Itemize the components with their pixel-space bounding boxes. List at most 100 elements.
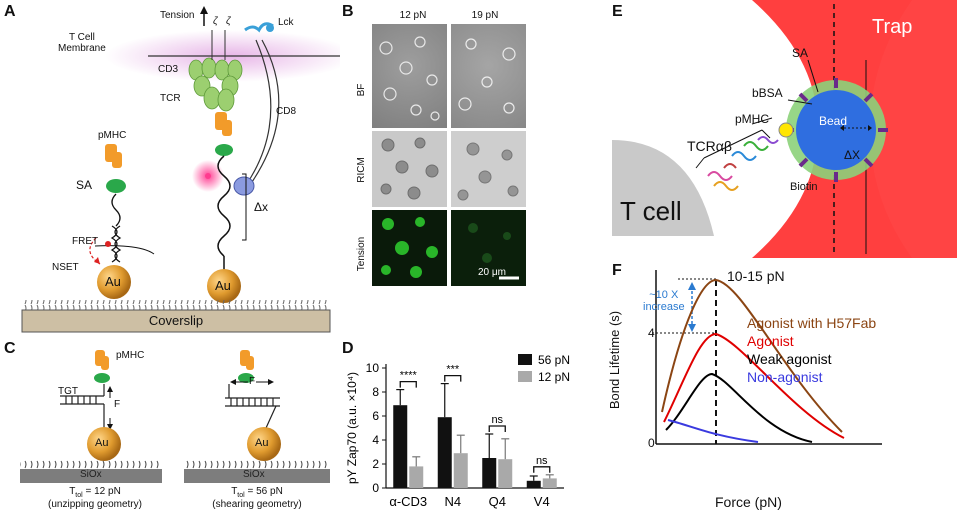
siox-label-1: SiOx — [80, 469, 102, 480]
y-tick-4: 4 — [648, 326, 655, 340]
significance-label: **** — [400, 370, 418, 382]
micrograph-tension-12pn — [372, 210, 447, 286]
lck-label: Lck — [278, 17, 294, 28]
row-bf: BF — [356, 83, 367, 97]
panel-label-c: C — [4, 340, 16, 357]
legend-label: 56 pN — [538, 353, 570, 367]
siox-label-2: SiOx — [243, 469, 265, 480]
bar — [437, 417, 452, 488]
cd3-label: CD3 — [158, 64, 179, 75]
curve-agonist — [663, 332, 845, 439]
micrograph-tension-19pn — [451, 210, 526, 286]
cd8-label: CD8 — [276, 106, 297, 117]
bbsa-label: bBSA — [752, 86, 783, 100]
panel-c-diagram — [20, 350, 330, 483]
legend-weak-agonist: Weak agonist — [747, 351, 832, 367]
increase-arrowhead-down — [688, 324, 696, 332]
category-label: N4 — [444, 494, 461, 509]
c-au-label-1: Au — [95, 437, 109, 449]
biotin-label: Biotin — [790, 181, 818, 193]
f-legend: Agonist with H57Fab Agonist Weak agonist… — [747, 314, 876, 386]
ttol-56-label: Ttol = 56 pN — [231, 486, 283, 499]
f-xlabel: Force (pN) — [715, 494, 782, 510]
legend-swatch — [518, 371, 532, 382]
bar — [393, 405, 408, 488]
y-tick-label: 6 — [372, 409, 379, 423]
category-label: V4 — [534, 494, 550, 509]
au-label-1: Au — [105, 274, 121, 289]
curve-weak-agonist — [665, 372, 813, 443]
legend-label: 12 pN — [538, 370, 570, 384]
bar — [453, 453, 468, 488]
significance-label: ns — [491, 414, 503, 426]
y-tick-0: 0 — [648, 436, 655, 450]
tcell-label: T cell — [620, 196, 682, 226]
tcr-ab-label: TCRαβ — [687, 138, 732, 154]
scalebar-label: 20 μm — [478, 267, 506, 278]
coverslip-label: Coverslip — [148, 313, 204, 328]
tension-label: Tension — [160, 10, 195, 21]
increase-label: ~10 X increase — [643, 289, 685, 313]
tcr-label: TCR — [160, 93, 181, 104]
legend-agonist-h57fab: Agonist with H57Fab — [747, 315, 877, 331]
category-label: Q4 — [489, 494, 506, 509]
col-19pn: 19 pN — [471, 10, 499, 21]
significance-bracket — [444, 374, 462, 382]
tgt-label: TGT — [58, 386, 78, 397]
panel-a-diagram — [21, 6, 340, 333]
bead-label: Bead — [819, 114, 848, 128]
trap-label: Trap — [872, 16, 913, 38]
ttol-12-label: Ttol = 12 pN — [69, 486, 121, 499]
significance-label: *** — [446, 364, 460, 376]
increase-arrowhead-up — [688, 282, 696, 290]
panel-label-e: E — [612, 3, 623, 20]
sa-label: SA — [76, 178, 93, 192]
pmhc-label: pMHC — [98, 130, 127, 141]
au-label-2: Au — [215, 278, 231, 293]
panel-label-b: B — [342, 3, 354, 20]
y-tick-label: 8 — [372, 385, 379, 399]
micrograph-bf-19pn — [451, 24, 526, 128]
bar — [498, 459, 513, 488]
y-tick-label: 10 — [366, 361, 380, 375]
unzipping-geometry-label: (unzipping geometry) — [48, 499, 142, 510]
micrograph-ricm-19pn — [451, 131, 526, 207]
micrograph-bf-12pn — [372, 24, 447, 128]
panel-label-d: D — [342, 340, 354, 357]
y-tick-label: 2 — [372, 457, 379, 471]
e-pmhc-label: pMHC — [735, 112, 770, 126]
force-label-2: F — [249, 376, 256, 387]
panel-f-curves — [652, 270, 882, 445]
bar — [482, 458, 497, 488]
peak-label: 10-15 pN — [727, 268, 785, 284]
bar — [542, 478, 557, 488]
significance-label: ns — [536, 455, 548, 467]
bar — [409, 466, 424, 488]
c-au-label-2: Au — [255, 437, 269, 449]
e-sa-label: SA — [792, 46, 809, 60]
bar — [526, 480, 541, 488]
fret-label: FRET — [72, 236, 99, 247]
shearing-geometry-label: (shearing geometry) — [212, 499, 302, 510]
nset-label: NSET — [52, 262, 79, 273]
row-tension: Tension — [356, 236, 367, 272]
f-ylabel: Bond Lifetime (s) — [607, 310, 622, 410]
zeta-label-1: ζ — [213, 16, 218, 27]
legend-swatch — [518, 354, 532, 365]
e-delta-x-label: ΔX — [844, 148, 861, 162]
delta-x-label: Δx — [254, 200, 269, 214]
col-12pn: 12 pN — [399, 10, 427, 21]
category-label: α-CD3 — [389, 494, 427, 509]
c-pmhc-label: pMHC — [116, 350, 145, 361]
significance-bracket — [533, 466, 551, 473]
y-axis-label: pY Zap70 (a.u. ×10⁴) — [345, 372, 359, 484]
panel-label-a: A — [4, 3, 16, 20]
y-tick-label: 4 — [372, 433, 379, 447]
curve-agonist-h57fab — [661, 278, 843, 433]
membrane-label: T Cell Membrane — [58, 32, 106, 54]
legend-agonist: Agonist — [747, 333, 794, 349]
row-ricm: RICM — [356, 157, 367, 183]
zeta-label-2: ζ — [226, 16, 231, 27]
panel-e-diagram — [612, 0, 957, 258]
